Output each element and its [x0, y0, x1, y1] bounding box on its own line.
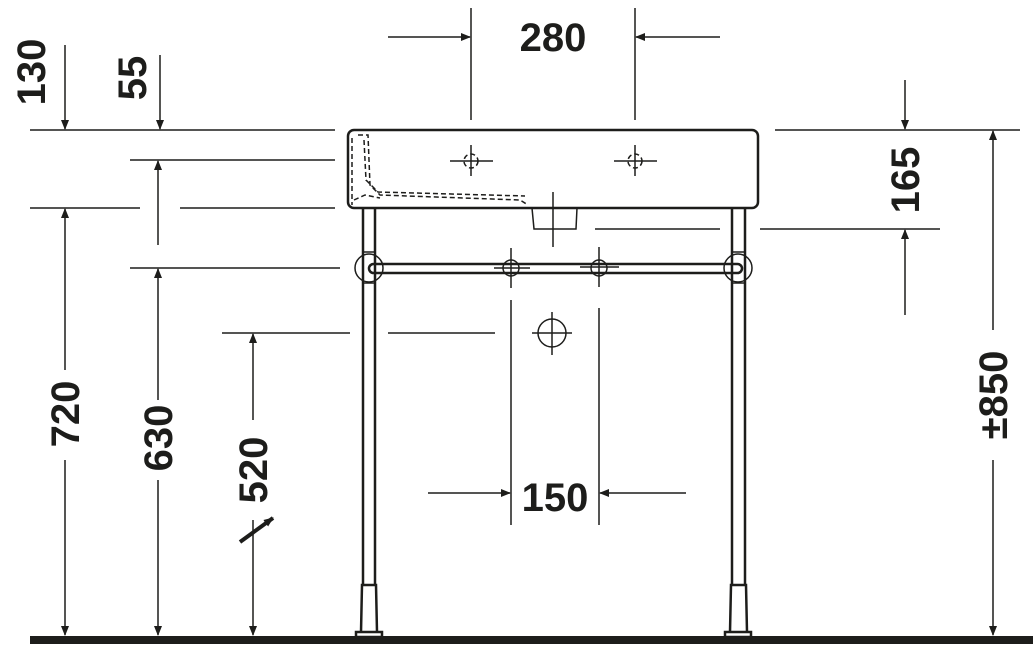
dim-waste-spacing: 150	[522, 476, 589, 520]
console-leg-left	[354, 208, 384, 639]
towel-bar	[367, 262, 744, 275]
fixing-point-icon	[494, 247, 619, 288]
dim-total-height: ±850	[972, 351, 1016, 440]
dim-rim-height: 720	[44, 381, 88, 448]
tap-hole-left-icon	[450, 145, 493, 176]
floor-direction-arrow-icon	[238, 516, 275, 544]
floor-line	[30, 636, 1033, 644]
reference-lines	[30, 8, 1020, 525]
tap-hole-right-icon	[614, 145, 657, 176]
dim-basin-height: 165	[884, 147, 928, 214]
waste-outlet-icon	[532, 312, 572, 355]
dim-rim-offset: 55	[111, 56, 155, 101]
dimension-arrows	[61, 33, 997, 636]
dim-waste-height: 520	[232, 437, 276, 504]
dim-overflow-offset: 130	[10, 39, 54, 106]
dim-tap-spacing: 280	[520, 16, 587, 60]
console-leg-right	[723, 208, 753, 639]
basin	[346, 128, 760, 247]
dim-towel-bar-height: 630	[137, 405, 181, 472]
